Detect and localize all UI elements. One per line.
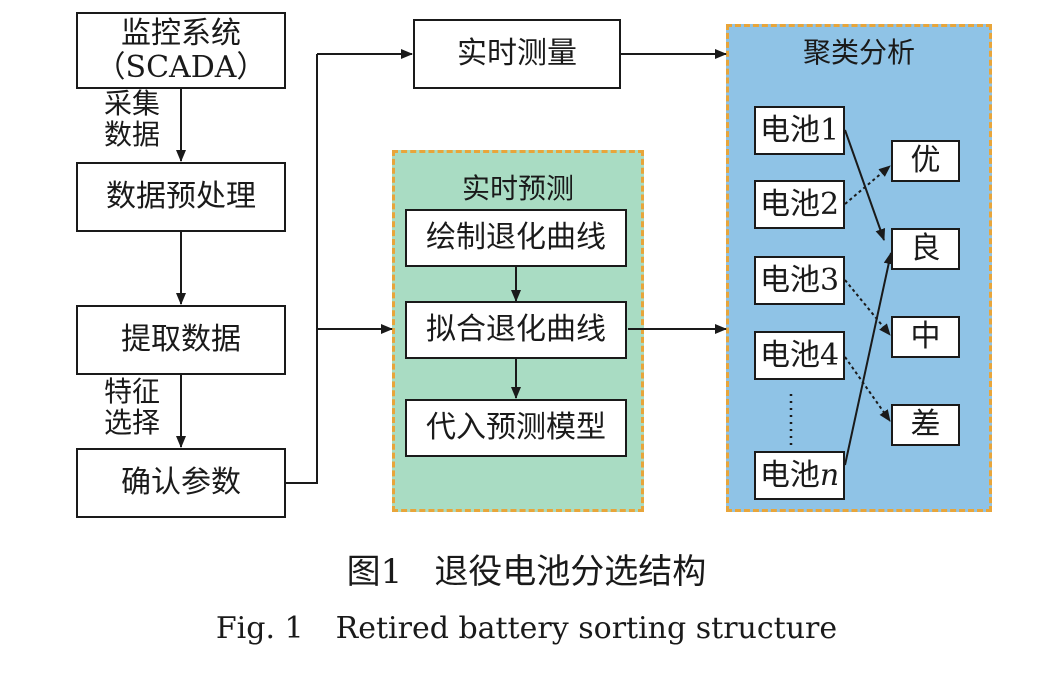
preprocess-box: 数据预处理 [76, 162, 286, 232]
grade-poor-box: 差 [891, 404, 960, 446]
realtime-measure-box: 实时测量 [413, 19, 621, 89]
collect-label-line1: 采集 [104, 87, 161, 120]
caption-zh: 图1 退役电池分选结构 [0, 544, 1053, 593]
caption-en-text: Retired battery sorting structure [335, 611, 838, 646]
scada-label-line2: （SCADA） [95, 49, 267, 85]
battery-3-box: 电池3 [754, 256, 845, 305]
caption-en-label: Fig. 1 [215, 611, 304, 646]
branch-line [285, 54, 318, 484]
fit-curve-box: 拟合退化曲线 [405, 301, 627, 359]
collect-data-label: 采集 数据 [104, 88, 160, 151]
feature-selection-label: 特征 选择 [104, 376, 160, 439]
scada-box: 监控系统 （SCADA） [76, 12, 286, 89]
scada-label-line1: 监控系统 [120, 15, 241, 51]
caption-zh-label: 图1 [346, 552, 403, 592]
map-battery4-to-poor [844, 356, 891, 422]
battery-4-box: 电池4 [754, 331, 845, 380]
cluster-panel-title: 聚类分析 [802, 36, 915, 69]
feature-label-line1: 特征 [104, 375, 161, 408]
draw-curve-box: 绘制退化曲线 [405, 209, 627, 267]
battery-n-index: n [819, 457, 840, 493]
map-battery1-to-good [844, 129, 886, 241]
battery-n-prefix: 电池 [759, 457, 820, 493]
grade-medium-box: 中 [891, 316, 960, 358]
battery-2-box: 电池2 [754, 180, 845, 229]
collect-label-line2: 数据 [104, 118, 161, 152]
map-batteryn-to-good [844, 252, 894, 466]
prediction-model-box: 代入预测模型 [405, 399, 627, 457]
grade-good-box: 良 [891, 228, 960, 270]
extract-data-box: 提取数据 [76, 305, 286, 375]
confirm-params-box: 确认参数 [76, 448, 286, 518]
prediction-panel-title: 实时预测 [461, 172, 574, 205]
grade-excellent-box: 优 [891, 140, 960, 182]
feature-label-line2: 选择 [104, 406, 161, 440]
battery-1-box: 电池1 [754, 106, 845, 155]
map-battery2-to-excellent [844, 165, 891, 205]
caption-en: Fig. 1 Retired battery sorting structure [0, 611, 1053, 646]
caption-zh-text: 退役电池分选结构 [434, 552, 707, 592]
